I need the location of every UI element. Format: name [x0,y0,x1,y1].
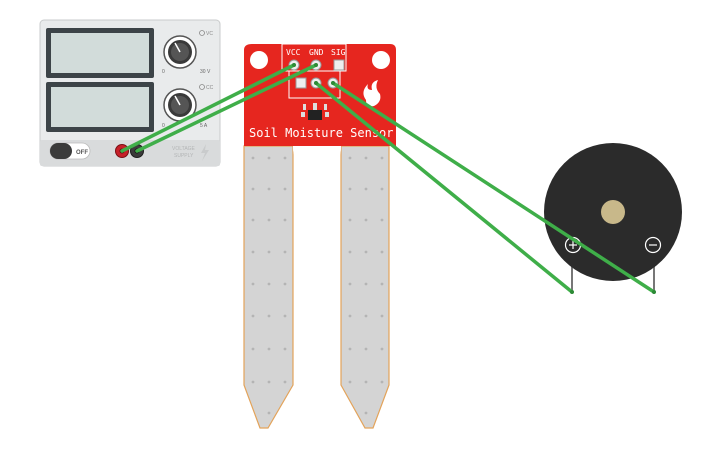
probe-dot [251,282,255,286]
probe-dot [267,250,271,254]
piezo-buzzer[interactable] [544,143,682,292]
probe-dot [364,282,368,286]
probe-dot [283,187,287,191]
probe-dot [348,347,352,351]
probe-dot [380,314,384,318]
probe-dot [267,218,271,222]
probe-dot [283,314,287,318]
brand-line2: SUPPLY [174,153,194,159]
voltage-knob[interactable] [163,35,197,69]
power-switch[interactable]: OFF [49,142,91,160]
wire-sig-to-buzzer-positive[interactable] [314,81,574,294]
probe-dot [380,218,384,222]
probe-dot [251,314,255,318]
probe-dot [380,187,384,191]
probe-dot [267,156,271,160]
probe-dot [348,218,352,222]
probe-dot [267,282,271,286]
probe-dot [251,156,255,160]
mount-hole-right [372,51,390,69]
probe-dot [267,314,271,318]
probe-dot [348,250,352,254]
current-knob[interactable] [163,88,197,122]
transistor-chip [301,103,329,120]
probe-dot [251,380,255,384]
probe-dot [348,380,352,384]
pin-sig[interactable] [333,59,345,71]
probe-dot [364,156,368,160]
mount-hole-left [250,51,268,69]
probe-dot [283,380,287,384]
probe-dot [380,282,384,286]
probe-dot [251,347,255,351]
probe-dot [267,380,271,384]
probe-dot [267,187,271,191]
wire-pin3-to-buzzer-negative[interactable] [331,81,656,294]
wire-vcc-to-positive-terminal[interactable] [120,63,296,153]
probe-dot [364,380,368,384]
voltage-min-label: 0 [162,69,165,75]
brand-line1: VOLTAGE [172,146,196,152]
probe-dot [380,156,384,160]
power-switch-label: OFF [76,150,88,156]
probe-dot [283,282,287,286]
probe-dot [380,347,384,351]
probe-dot [348,156,352,160]
wire-gnd-to-negative-terminal[interactable] [135,63,318,153]
flame-logo-icon [363,80,381,107]
probe-dot [364,187,368,191]
probe-dot [348,187,352,191]
probe-dot [364,347,368,351]
probe-dot [380,380,384,384]
current-max-label: 5 A [200,123,208,129]
voltage-max-label: 30 V [200,69,211,75]
pin-label-sig: SIG [331,48,346,57]
lightning-icon [201,144,209,161]
soil-moisture-sensor[interactable]: VCC GND SIG Soil Moisture Sensor [243,43,396,429]
probe-dot [283,347,287,351]
probe-dot [283,250,287,254]
current-min-label: 0 [162,123,165,129]
vc-indicator-icon [199,30,205,36]
probe-dot [251,187,255,191]
probe-dot [364,218,368,222]
vc-indicator-label: VC [206,31,213,37]
wires[interactable] [120,63,656,294]
probe-dot [251,250,255,254]
probe-dot [267,411,271,415]
probe-dot [364,314,368,318]
pin-bottom-1[interactable] [295,77,307,89]
probe-dot [267,347,271,351]
wire-endpoints [292,63,656,294]
power-supply[interactable]: VC 0 30 V CC 0 5 A OFF VOLTAGE SUPPLY [39,19,221,167]
cc-indicator-icon [199,84,205,90]
cc-indicator-label: CC [206,85,214,91]
sensor-title: Soil Moisture Sensor [249,126,394,140]
buzzer-center [601,200,625,224]
probe-dot-pattern [251,156,384,415]
probe-dot [364,411,368,415]
minus-icon [644,236,662,254]
probe-dot [251,218,255,222]
probe-dot [283,218,287,222]
pin-label-vcc: VCC [286,48,301,57]
probe-dot [348,282,352,286]
probe-dot [348,314,352,318]
probe-dot [364,250,368,254]
probe-dot [380,250,384,254]
pin-label-gnd: GND [309,48,324,57]
probe-dot [283,156,287,160]
